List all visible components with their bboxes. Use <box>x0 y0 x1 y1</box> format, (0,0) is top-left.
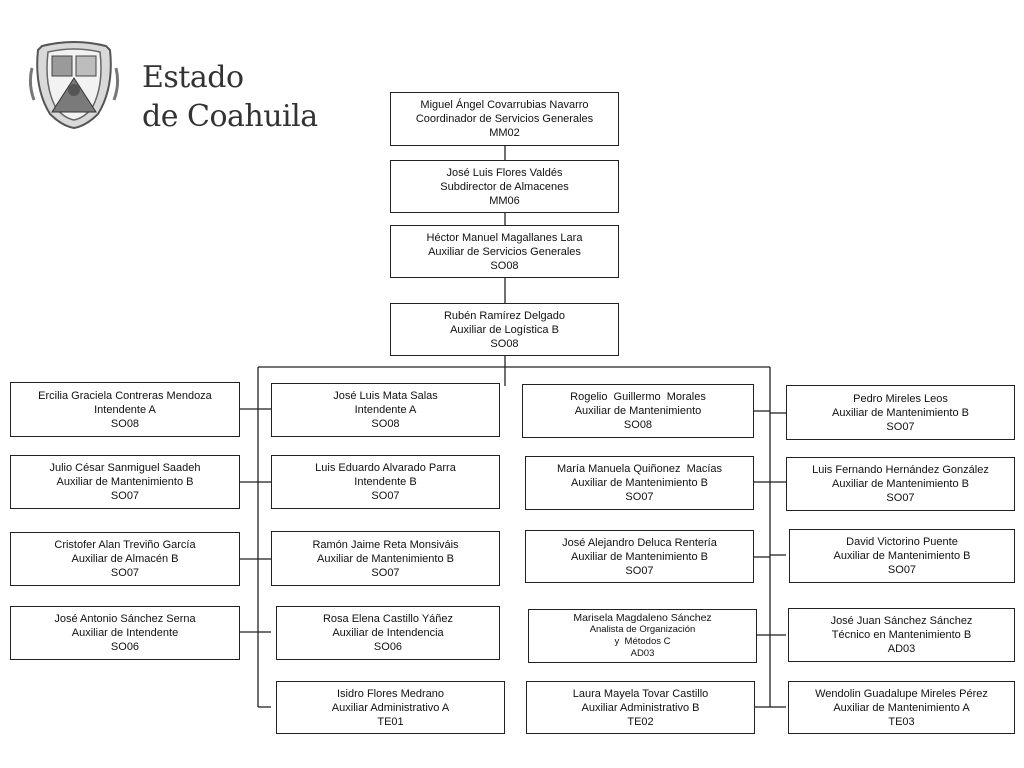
employee-role: Subdirector de Almacenes <box>440 180 569 193</box>
employee-role: Auxiliar de Mantenimiento <box>574 405 702 417</box>
employee-name: David Victorino Puente <box>846 536 958 548</box>
coahuila-seal-logo <box>28 41 120 130</box>
employee-code: SO06 <box>373 641 403 653</box>
employee-role: Auxiliar de Mantenimiento B <box>317 552 454 565</box>
employee-name: Laura Mayela Tovar Castillo <box>572 687 709 700</box>
employee-code: SO07 <box>110 490 140 502</box>
employee-role: Auxiliar de Mantenimiento B <box>832 478 969 490</box>
org-box-col3-1: Rogelio Guillermo Morales Auxiliar de Ma… <box>522 384 754 438</box>
employee-role: Auxiliar de Intendente <box>71 627 179 639</box>
org-box-col2-2: Luis Eduardo Alvarado Parra Intendente B… <box>271 455 500 509</box>
employee-code: SO07 <box>110 567 140 579</box>
org-box-col2-5: Isidro Flores Medrano Auxiliar Administr… <box>276 681 505 734</box>
org-box-coordinator: Miguel Ángel Covarrubias Navarro Coordin… <box>390 92 619 146</box>
employee-code: SO07 <box>371 566 400 579</box>
employee-role: Auxiliar de Mantenimiento B <box>833 550 971 562</box>
org-box-col3-5: Laura Mayela Tovar Castillo Auxiliar Adm… <box>526 681 755 734</box>
org-box-col4-1: Pedro Mireles Leos Auxiliar de Mantenimi… <box>786 385 1015 440</box>
employee-role: Intendente A <box>354 404 417 416</box>
employee-name: José Alejandro Deluca Rentería <box>562 536 717 549</box>
employee-code: AD03 <box>630 648 655 659</box>
org-box-subdirector: José Luis Flores Valdés Subdirector de A… <box>390 160 619 213</box>
employee-role: Analista de Organización <box>589 624 696 635</box>
org-box-col4-5: Wendolin Guadalupe Mireles Pérez Auxilia… <box>788 681 1015 734</box>
org-box-col3-3: José Alejandro Deluca Rentería Auxiliar … <box>525 530 754 583</box>
employee-name: José Luis Flores Valdés <box>446 166 563 179</box>
employee-code: SO08 <box>623 419 653 431</box>
employee-name: José Juan Sánchez Sánchez <box>830 615 973 627</box>
employee-role: Auxiliar de Mantenimiento B <box>571 550 708 563</box>
org-box-col2-3: Ramón Jaime Reta Monsiváis Auxiliar de M… <box>271 531 500 586</box>
employee-code: SO07 <box>371 490 400 502</box>
state-title-line2: de Coahuila <box>142 99 318 134</box>
employee-name: José Antonio Sánchez Serna <box>54 613 196 625</box>
org-box-col1-4: José Antonio Sánchez Serna Auxiliar de I… <box>10 606 240 660</box>
employee-role-line2: y Métodos C <box>614 636 671 647</box>
employee-role: Auxiliar de Mantenimiento A <box>833 701 970 714</box>
employee-code: SO08 <box>371 418 400 430</box>
employee-name: Wendolin Guadalupe Mireles Pérez <box>815 687 988 700</box>
org-box-col1-2: Julio César Sanmiguel Saadeh Auxiliar de… <box>10 455 240 509</box>
employee-name: Ramón Jaime Reta Monsiváis <box>312 538 459 551</box>
employee-name: Marisela Magdaleno Sánchez <box>573 612 712 624</box>
org-box-aux-servicios: Héctor Manuel Magallanes Lara Auxiliar d… <box>390 225 619 278</box>
employee-name: Isidro Flores Medrano <box>337 687 444 700</box>
org-box-col4-2: Luis Fernando Hernández González Auxilia… <box>786 457 1015 511</box>
employee-role: Auxiliar Administrativo B <box>581 701 700 714</box>
employee-role: Auxiliar de Servicios Generales <box>428 245 581 258</box>
employee-name: Héctor Manuel Magallanes Lara <box>426 231 583 244</box>
employee-name: Luis Fernando Hernández González <box>812 464 989 476</box>
org-box-col3-2: María Manuela Quiñonez Macías Auxiliar d… <box>525 456 754 510</box>
state-title-line1: Estado <box>142 60 244 95</box>
employee-code: TE02 <box>627 715 654 728</box>
employee-role: Auxiliar de Almacén B <box>71 553 179 565</box>
org-box-col2-1: José Luis Mata Salas Intendente A SO08 <box>271 383 500 437</box>
employee-name: María Manuela Quiñonez Macías <box>556 463 723 475</box>
employee-code: AD03 <box>887 643 916 655</box>
employee-name: José Luis Mata Salas <box>333 390 438 402</box>
employee-role: Intendente B <box>354 476 417 488</box>
employee-role: Coordinador de Servicios Generales <box>415 113 594 125</box>
employee-name: Pedro Mireles Leos <box>853 392 948 405</box>
org-box-col4-4: José Juan Sánchez Sánchez Técnico en Man… <box>788 608 1015 662</box>
employee-name: Cristofer Alan Treviño García <box>54 539 196 551</box>
org-box-col3-4: Marisela Magdaleno Sánchez Analista de O… <box>528 609 757 663</box>
employee-role: Auxiliar Administrativo A <box>331 701 450 714</box>
employee-code: SO08 <box>490 259 519 272</box>
employee-role: Técnico en Mantenimiento B <box>831 629 972 641</box>
org-box-col4-3: David Victorino Puente Auxiliar de Mante… <box>789 529 1015 583</box>
employee-code: SO06 <box>110 641 140 653</box>
employee-role: Auxiliar de Intendencia <box>332 627 444 639</box>
employee-name: Miguel Ángel Covarrubias Navarro <box>420 99 589 111</box>
org-box-aux-logistica: Rubén Ramírez Delgado Auxiliar de Logíst… <box>390 303 619 356</box>
employee-code: SO07 <box>625 564 654 577</box>
employee-name: Julio César Sanmiguel Saadeh <box>49 462 201 474</box>
employee-code: SO07 <box>886 420 915 433</box>
employee-name: Ercilia Graciela Contreras Mendoza <box>38 389 212 402</box>
employee-name: Luis Eduardo Alvarado Parra <box>315 462 456 474</box>
employee-role: Auxiliar de Mantenimiento B <box>56 476 194 488</box>
employee-code: MM02 <box>489 127 520 139</box>
org-box-col1-1: Ercilia Graciela Contreras Mendoza Inten… <box>10 382 240 437</box>
employee-code: TE01 <box>377 715 404 728</box>
employee-code: SO07 <box>886 492 915 504</box>
employee-role: Intendente A <box>94 403 156 416</box>
org-box-col2-4: Rosa Elena Castillo Yáñez Auxiliar de In… <box>276 606 500 660</box>
employee-role: Auxiliar de Mantenimiento B <box>571 477 708 489</box>
employee-code: TE03 <box>888 715 915 728</box>
org-box-col1-3: Cristofer Alan Treviño García Auxiliar d… <box>10 532 240 586</box>
employee-name: Rosa Elena Castillo Yáñez <box>322 613 454 625</box>
employee-code: MM06 <box>489 194 520 207</box>
employee-code: SO07 <box>887 564 917 576</box>
employee-code: SO08 <box>490 337 519 350</box>
employee-role: Auxiliar de Logística B <box>450 323 559 336</box>
employee-code: SO07 <box>625 491 654 503</box>
employee-code: SO08 <box>110 417 140 430</box>
employee-name: Rubén Ramírez Delgado <box>443 309 566 322</box>
employee-name: Rogelio Guillermo Morales <box>570 391 706 403</box>
employee-role: Auxiliar de Mantenimiento B <box>832 406 969 419</box>
